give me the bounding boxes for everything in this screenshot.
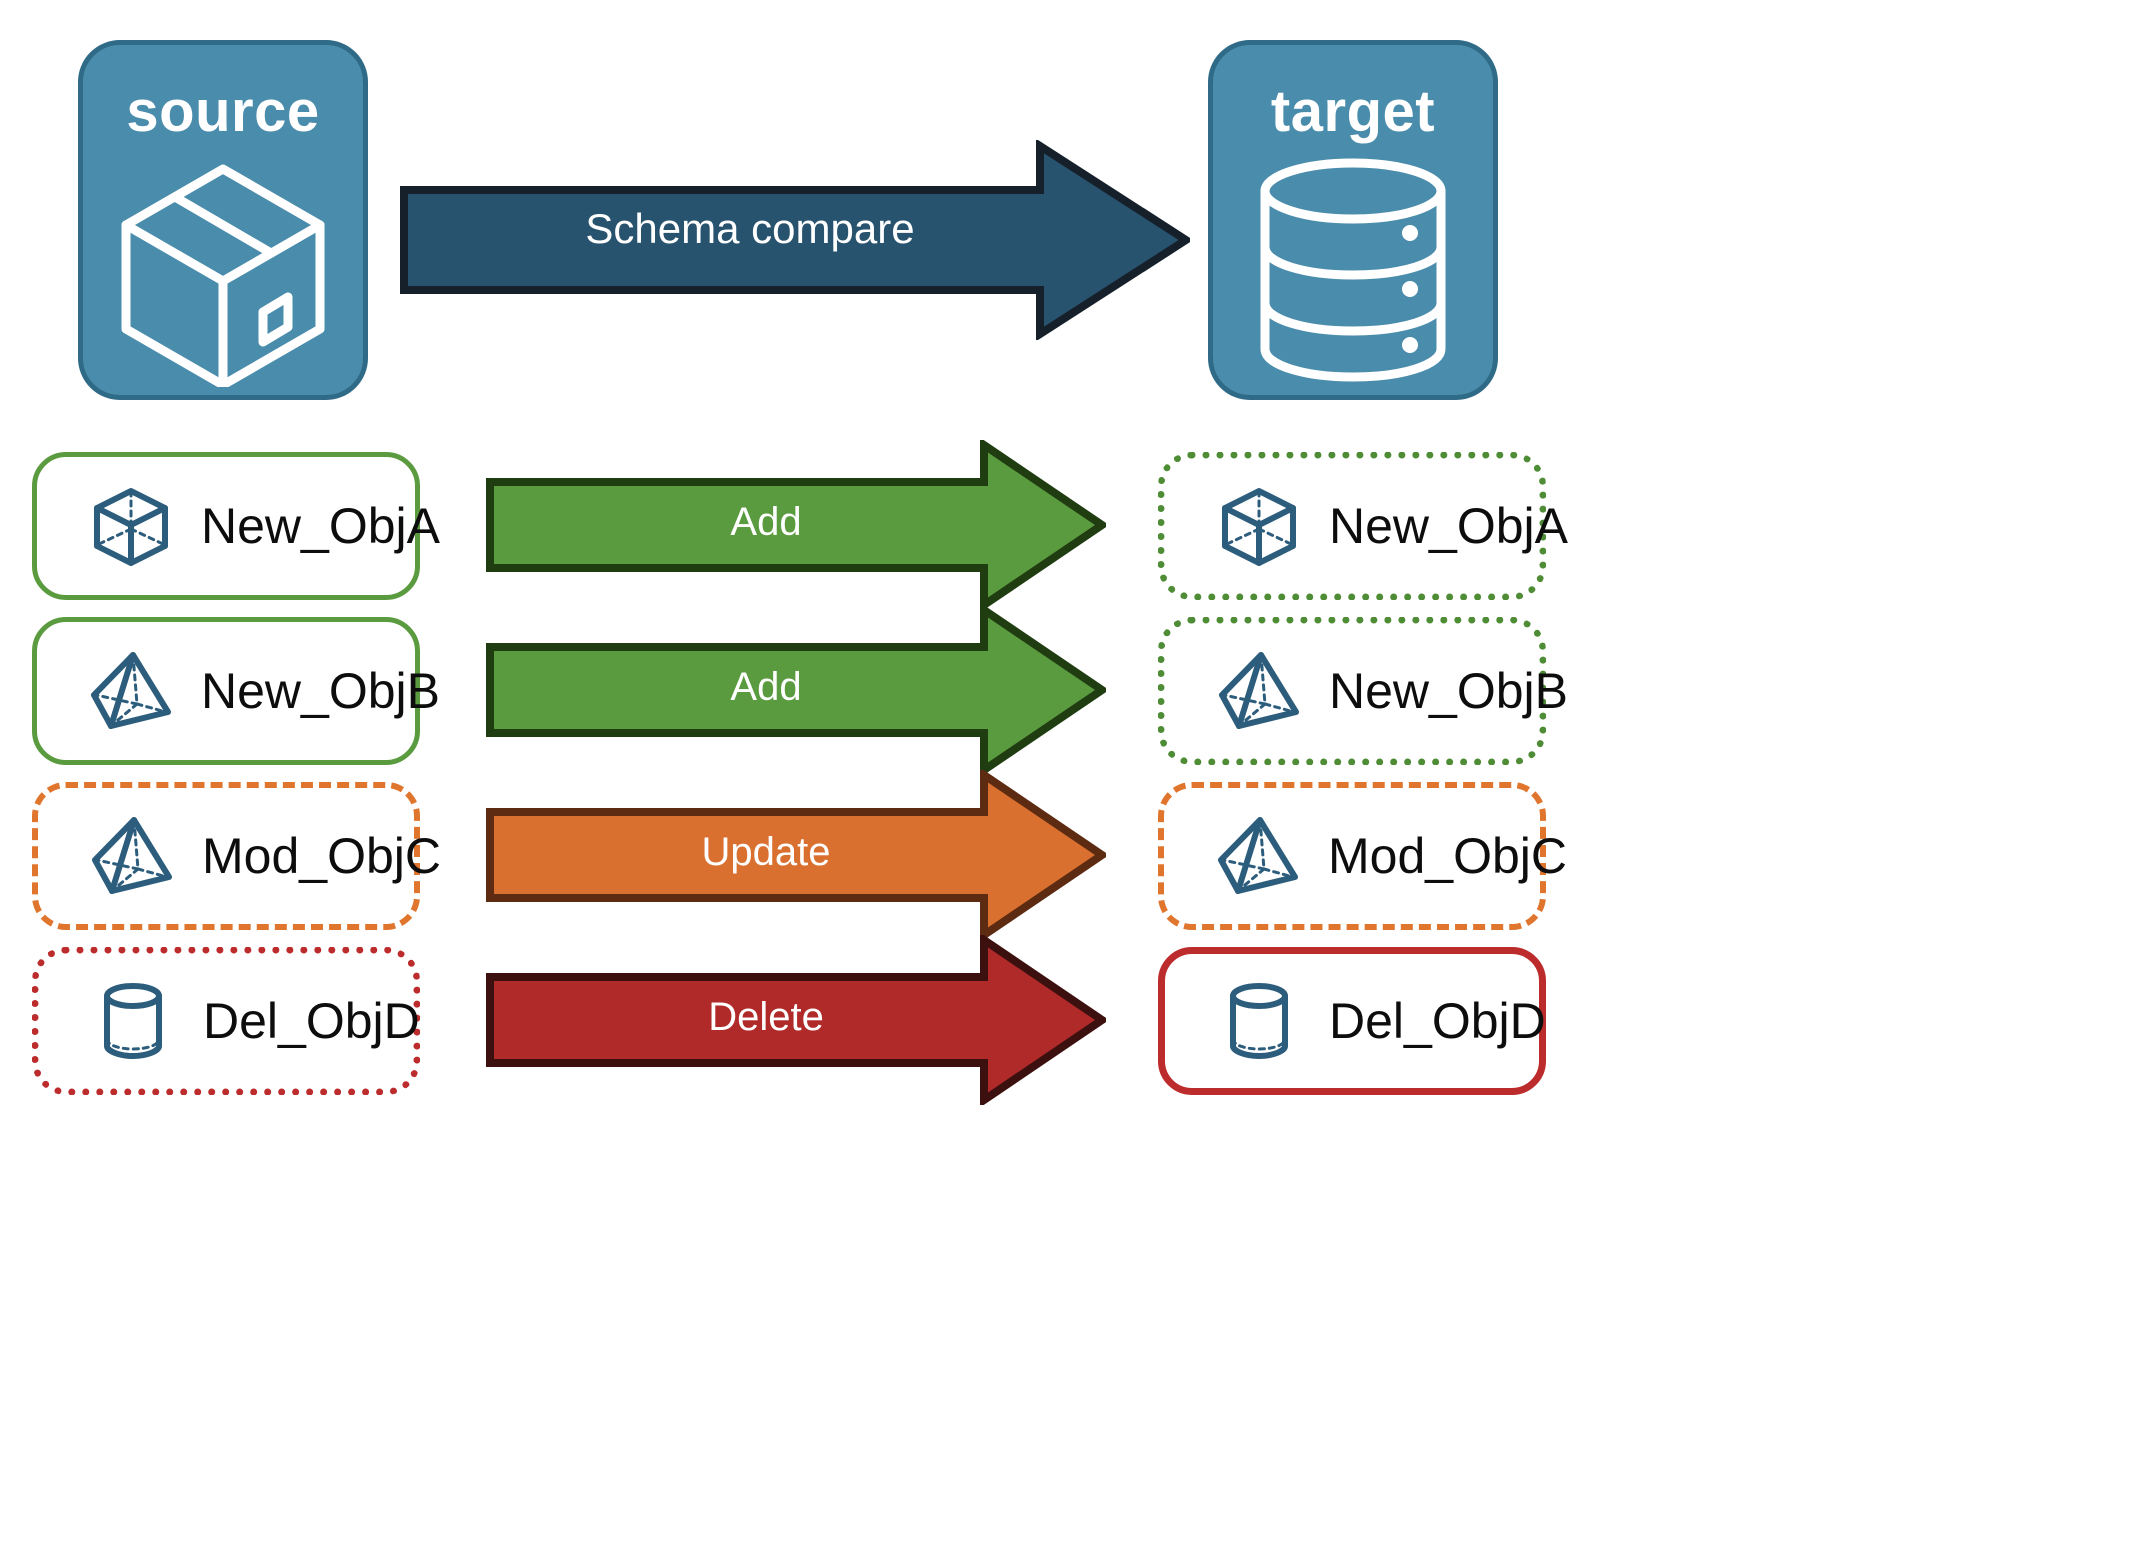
source-card-row-4[interactable]: Del_ObjD (32, 947, 420, 1095)
source-card-row-1[interactable]: New_ObjA (32, 452, 440, 600)
target-card-label-row-4: Del_ObjD (1329, 993, 1546, 1049)
package-box-icon (121, 164, 325, 387)
target-card-label-row-2: New_ObjB (1329, 663, 1568, 719)
source-card-row-2[interactable]: New_ObjB (32, 617, 440, 765)
cylinder-wireframe-icon (1230, 983, 1288, 1059)
cube-wireframe-icon (94, 488, 168, 566)
source-card-label-row-1: New_ObjA (201, 498, 440, 554)
target-card-label-row-3: Mod_ObjC (1328, 828, 1567, 884)
target-card-row-3[interactable]: Mod_ObjC (1158, 782, 1567, 930)
source-endpoint-box[interactable]: source (78, 40, 368, 400)
source-card-label-row-3: Mod_ObjC (202, 828, 441, 884)
target-endpoint-box[interactable]: target (1208, 40, 1498, 400)
target-card-label-row-1: New_ObjA (1329, 498, 1568, 554)
cube-wireframe-icon (1222, 488, 1296, 566)
source-card-label-row-4: Del_ObjD (203, 993, 420, 1049)
action-arrow-delete (486, 935, 1106, 1105)
pyramid-wireframe-icon (1218, 817, 1298, 894)
target-card-row-2[interactable]: New_ObjB (1158, 617, 1568, 765)
schema-compare-arrow (400, 140, 1190, 340)
target-card-row-4[interactable]: Del_ObjD (1158, 947, 1546, 1095)
target-label: target (1270, 79, 1436, 144)
action-arrow-update (486, 770, 1106, 940)
source-card-row-3[interactable]: Mod_ObjC (32, 782, 441, 930)
cylinder-wireframe-icon (104, 983, 162, 1059)
source-label: source (126, 79, 320, 144)
action-arrow-add-2 (486, 605, 1106, 775)
database-cylinder-icon (1260, 158, 1446, 382)
pyramid-wireframe-icon (1219, 652, 1299, 729)
target-card-row-1[interactable]: New_ObjA (1158, 452, 1568, 600)
pyramid-wireframe-icon (92, 817, 172, 894)
source-card-label-row-2: New_ObjB (201, 663, 440, 719)
action-arrow-add-1 (486, 440, 1106, 610)
pyramid-wireframe-icon (91, 652, 171, 729)
